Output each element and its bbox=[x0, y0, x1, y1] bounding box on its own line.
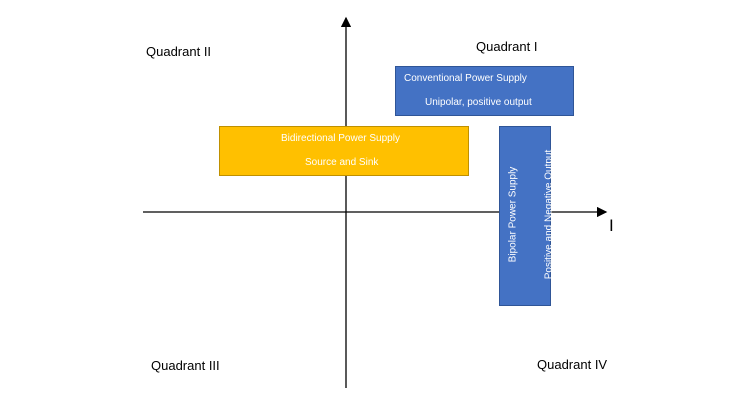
conventional-box-title: Conventional Power Supply bbox=[404, 73, 527, 84]
quadrant-i-label: Quadrant I bbox=[476, 39, 538, 54]
bipolar-box-title: Bipolar Power Supply bbox=[507, 166, 519, 263]
quadrant-ii-label: Quadrant II bbox=[146, 44, 212, 59]
bipolar-power-supply-box: Bipolar Power Supply Positive and Negati… bbox=[499, 126, 555, 306]
bidirectional-power-supply-box: Bidirectional Power Supply Source and Si… bbox=[219, 126, 469, 176]
conventional-power-supply-box: Conventional Power Supply Unipolar, posi… bbox=[395, 66, 574, 116]
quadrant-iv-label: Quadrant IV bbox=[537, 357, 608, 372]
quadrant-iii-label: Quadrant III bbox=[151, 358, 220, 373]
bipolar-box-subtitle: Positive and Negative Output bbox=[543, 149, 555, 280]
bidirectional-box-subtitle: Source and Sink bbox=[305, 157, 379, 168]
conventional-box-subtitle: Unipolar, positive output bbox=[425, 97, 532, 108]
x-axis-label: I bbox=[609, 216, 614, 235]
bidirectional-box-title: Bidirectional Power Supply bbox=[281, 133, 400, 144]
